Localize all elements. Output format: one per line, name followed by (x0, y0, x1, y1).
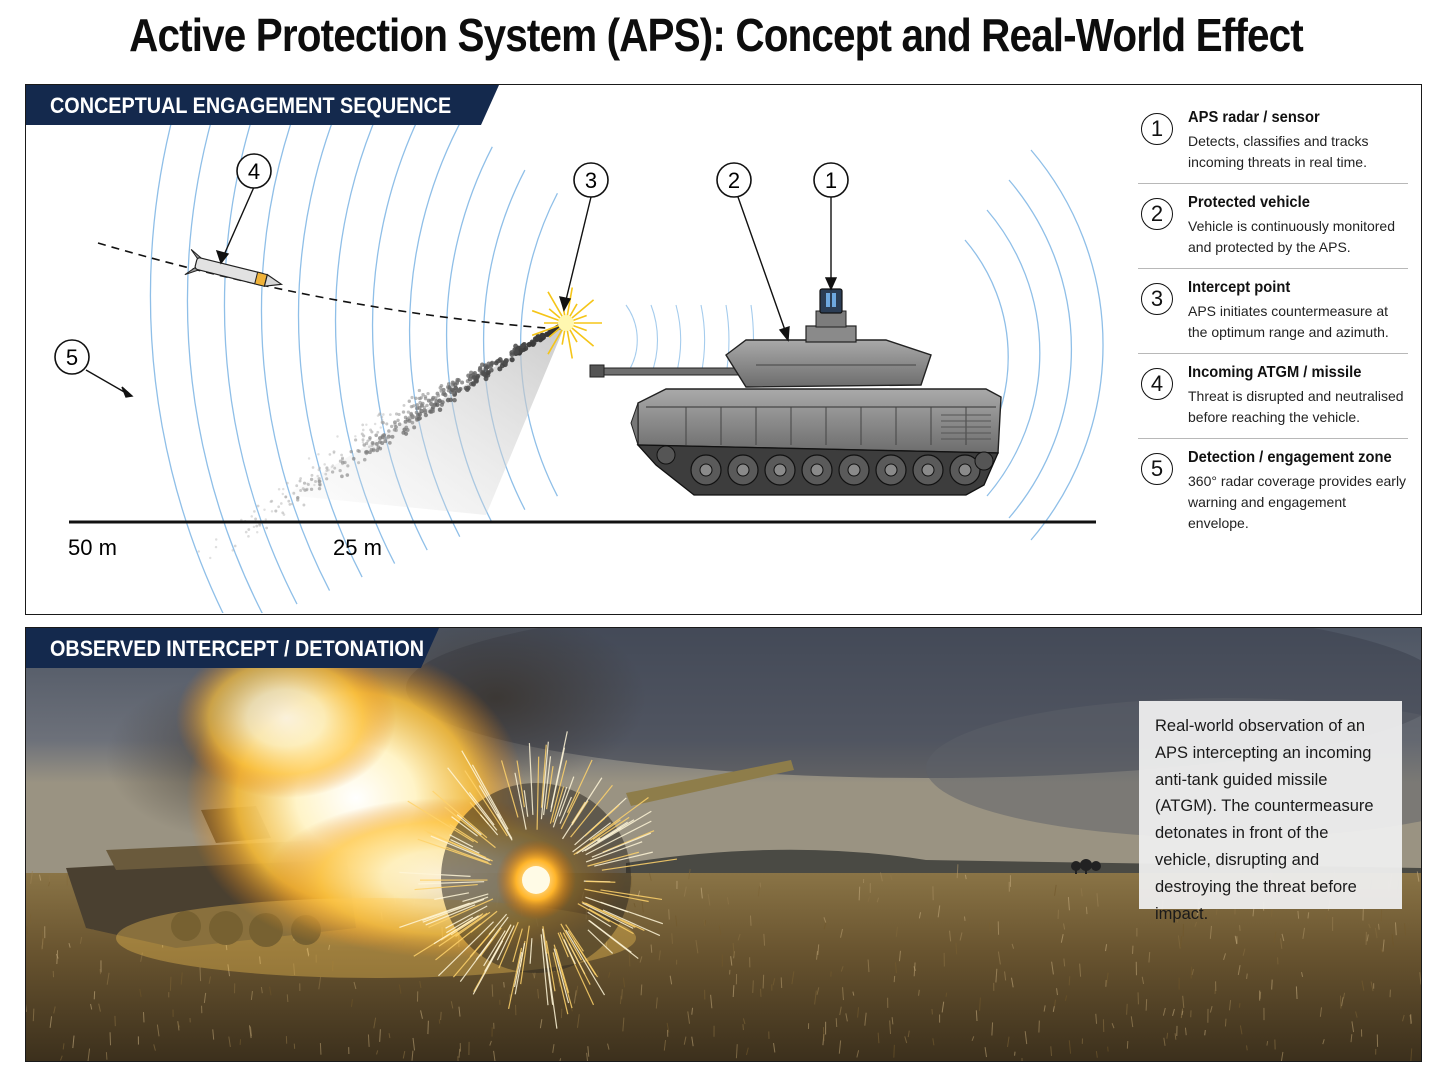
legend-number: 3 (1141, 283, 1173, 315)
svg-text:5: 5 (66, 345, 78, 370)
legend-description: Vehicle is continuously monitored and pr… (1188, 218, 1396, 255)
legend-description: 360° radar coverage provides early warni… (1188, 473, 1407, 531)
concept-panel-tag-text: CONCEPTUAL ENGAGEMENT SEQUENCE (50, 93, 452, 118)
legend-item-vehicle: 2 Protected vehicle Vehicle is continuou… (1138, 194, 1408, 258)
protected-vehicle-tank (589, 288, 1002, 496)
legend-title: APS radar / sensor (1188, 109, 1320, 126)
observation-panel: OBSERVED INTERCEPT / DETONATION Real-wor… (25, 627, 1422, 1062)
distance-label-50m: 50 m (68, 535, 117, 560)
concept-panel: CONCEPTUAL ENGAGEMENT SEQUENCE (25, 84, 1422, 615)
legend-divider (1138, 353, 1408, 354)
svg-text:4: 4 (248, 159, 260, 184)
legend-number: 1 (1141, 113, 1173, 145)
intercept-flash-icon (531, 287, 602, 359)
missile-trajectory (97, 242, 547, 329)
callout-leaders (85, 186, 838, 398)
radar-detection-zone (149, 85, 1104, 614)
concept-panel-tag: CONCEPTUAL ENGAGEMENT SEQUENCE (26, 85, 499, 125)
svg-text:3: 3 (585, 168, 597, 193)
legend-title: Detection / engagement zone (1188, 449, 1392, 466)
legend-number: 5 (1141, 453, 1173, 485)
legend-item-radar: 1 APS radar / sensor Detects, classifies… (1138, 109, 1408, 173)
fragment-cone (286, 323, 566, 515)
observation-panel-tag-text: OBSERVED INTERCEPT / DETONATION (50, 636, 425, 661)
callout-4: 4 (236, 153, 272, 189)
legend-item-missile: 4 Incoming ATGM / missile Threat is disr… (1138, 364, 1408, 428)
callout-3: 3 (573, 162, 609, 198)
legend-title: Intercept point (1188, 279, 1291, 296)
legend: 1 APS radar / sensor Detects, classifies… (1138, 99, 1408, 534)
legend-description: Threat is disrupted and neutralised befo… (1188, 388, 1404, 425)
observation-panel-tag: OBSERVED INTERCEPT / DETONATION (26, 628, 439, 668)
legend-title: Protected vehicle (1188, 194, 1310, 211)
legend-number: 4 (1141, 368, 1173, 400)
photo-caption: Real-world observation of an APS interce… (1139, 701, 1402, 923)
distance-label-25m: 25 m (333, 535, 382, 560)
legend-title: Incoming ATGM / missile (1188, 364, 1362, 381)
engagement-diagram: 1 2 3 4 5 50 m 25 m (54, 85, 1104, 614)
legend-number: 2 (1141, 198, 1173, 230)
callout-1: 1 (813, 162, 849, 198)
legend-description: Detects, classifies and tracks incoming … (1188, 133, 1369, 170)
svg-text:1: 1 (825, 168, 837, 193)
missile-icon (184, 249, 284, 287)
legend-item-zone: 5 Detection / engagement zone 360° radar… (1138, 449, 1408, 534)
aps-radar-sensor-icon (819, 288, 843, 314)
legend-item-intercept: 3 Intercept point APS initiates counterm… (1138, 279, 1408, 343)
legend-divider (1138, 183, 1408, 184)
callout-2: 2 (716, 162, 752, 198)
callout-5: 5 (54, 339, 90, 375)
page-title: Active Protection System (APS): Concept … (129, 9, 1304, 61)
countermeasure-burst-icon (399, 731, 678, 1029)
legend-divider (1138, 438, 1408, 439)
legend-description: APS initiates countermeasure at the opti… (1188, 303, 1389, 340)
legend-divider (1138, 268, 1408, 269)
svg-text:2: 2 (728, 168, 740, 193)
